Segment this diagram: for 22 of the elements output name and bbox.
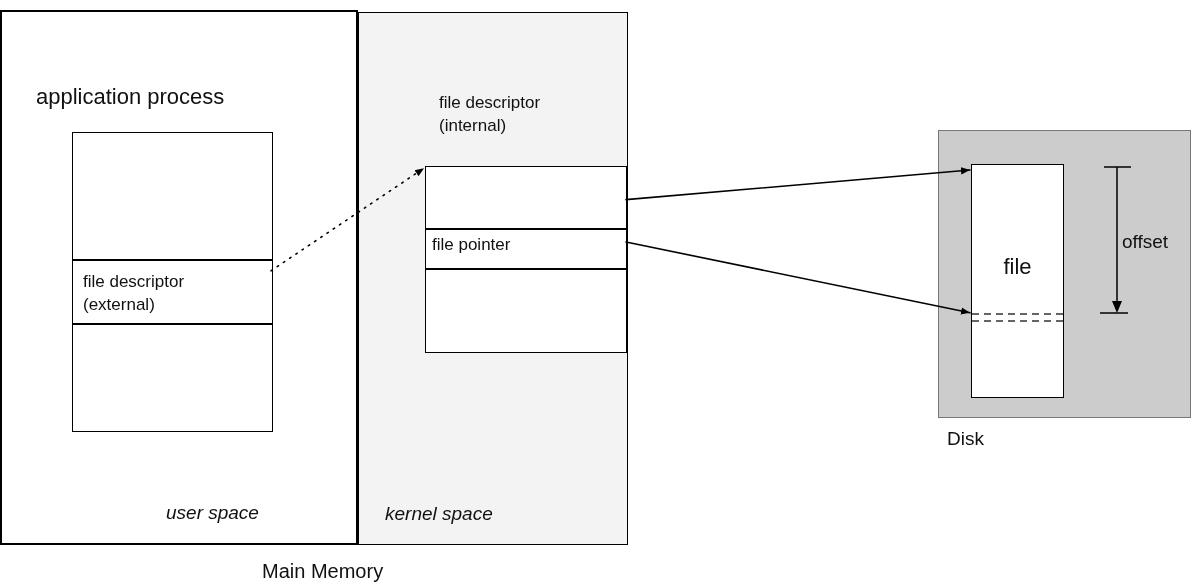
panel-title: Disk bbox=[947, 427, 984, 451]
table-cell bbox=[425, 229, 627, 269]
arrow bbox=[270, 167, 425, 272]
box-label: file bbox=[1002, 253, 1033, 281]
table-cell bbox=[72, 260, 273, 324]
table-cell bbox=[971, 164, 1064, 398]
empty-cell bbox=[72, 324, 273, 432]
arrow bbox=[625, 167, 971, 201]
caption-label: Main Memory bbox=[262, 559, 384, 584]
dimension-label: offset bbox=[1122, 230, 1169, 254]
panel-title: application process bbox=[36, 83, 225, 111]
box-label: file pointer bbox=[432, 234, 511, 256]
box-label: file descriptor (external) bbox=[83, 271, 186, 317]
panel-label: kernel space bbox=[385, 501, 493, 526]
empty-cell bbox=[425, 269, 627, 353]
memory-panel bbox=[358, 12, 628, 545]
panel-label: user space bbox=[166, 500, 259, 525]
empty-cell bbox=[425, 166, 627, 229]
empty-cell bbox=[72, 132, 273, 260]
box-label: file descriptor (internal) bbox=[439, 92, 542, 138]
arrow bbox=[625, 241, 971, 315]
memory-panel bbox=[0, 10, 358, 545]
